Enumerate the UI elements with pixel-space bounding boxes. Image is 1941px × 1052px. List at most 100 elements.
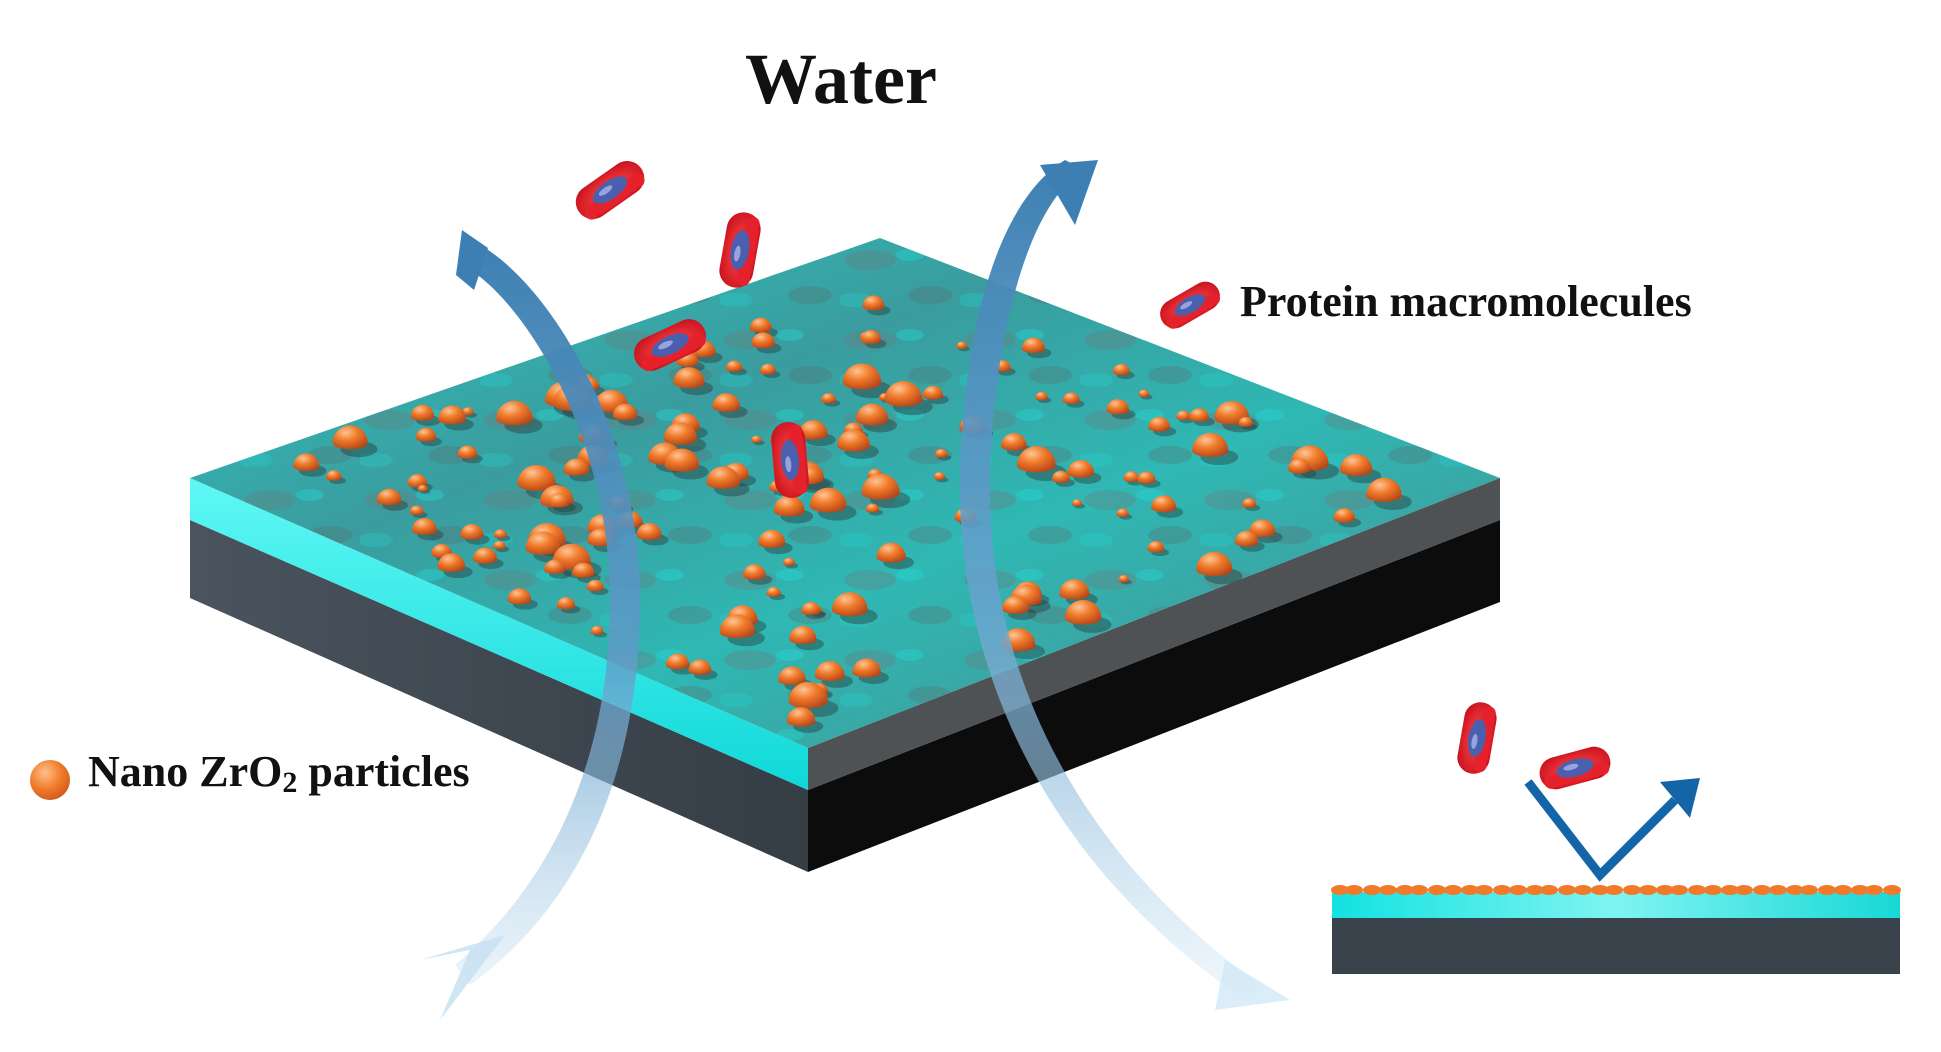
- water-flow-arrow-right-tail: [1215, 960, 1290, 1010]
- nano-particle: [417, 484, 428, 492]
- nano-particle: [1192, 432, 1229, 458]
- nano-particle: [1137, 471, 1156, 484]
- nano-particle: [376, 488, 402, 506]
- nano-particle: [1444, 885, 1462, 895]
- nano-particle: [876, 542, 906, 563]
- nano-particle: [1148, 416, 1171, 432]
- nano-particle-icon: [30, 760, 70, 800]
- nano-particle: [860, 330, 881, 344]
- nano-particle: [1241, 498, 1257, 508]
- nano-particle: [407, 474, 428, 488]
- nano-particle: [293, 453, 320, 471]
- nano-particle: [842, 363, 882, 390]
- nano-particle: [1379, 885, 1397, 895]
- nano-particle: [1071, 499, 1083, 507]
- nano-particle: [563, 458, 590, 476]
- nano-particle: [1051, 470, 1070, 483]
- nano-particle: [1331, 885, 1349, 895]
- nano-particle: [1865, 885, 1883, 895]
- water-flow-arrows: [420, 160, 1290, 1020]
- nano-particle: [1339, 454, 1373, 476]
- nano-particle: [1526, 885, 1544, 895]
- grey-layer-right: [808, 478, 1500, 790]
- nano-particle: [1021, 337, 1045, 354]
- nano-particle: [1591, 885, 1609, 895]
- nano-particle: [1196, 551, 1233, 577]
- protein-molecule-icon: [575, 160, 645, 220]
- nano-particle: [1151, 495, 1177, 513]
- nano-particle: [1428, 885, 1446, 895]
- nano-particle: [332, 425, 368, 450]
- side-membrane-cyan-layer: [1332, 892, 1900, 918]
- nano-particle: [1000, 433, 1027, 451]
- nano-particle: [1067, 459, 1095, 478]
- cyan-layer-left: [190, 478, 808, 790]
- nano-particle: [719, 614, 756, 639]
- nano-particle: [1656, 885, 1674, 895]
- nano-particle: [438, 405, 467, 425]
- side-membrane-particles: [1331, 885, 1901, 895]
- nano-particle: [1721, 885, 1739, 895]
- nano-particle: [493, 540, 506, 550]
- protein-molecule-icon: [633, 319, 707, 372]
- nano-particle: [801, 602, 821, 615]
- nano-particle: [1287, 458, 1311, 474]
- nano-particle: [663, 422, 698, 445]
- nano-particle: [862, 295, 885, 311]
- nano-particle: [1475, 885, 1493, 895]
- nano-particle: [664, 448, 700, 472]
- protein-legend-label: Protein macromolecules: [1240, 277, 1692, 326]
- nano-particle: [1138, 389, 1150, 398]
- nano-particle: [751, 435, 762, 443]
- nano-particle: [782, 557, 795, 566]
- nano-particle: [1786, 885, 1804, 895]
- nano-particle: [1509, 885, 1527, 895]
- nano-particle: [1238, 416, 1253, 427]
- nano-particle: [472, 547, 497, 564]
- nano-particle: [1106, 399, 1130, 415]
- nano-particle: [1214, 400, 1250, 425]
- nano-particle: [326, 470, 342, 481]
- nano-particle: [1883, 885, 1901, 895]
- side-membrane: [1331, 885, 1901, 974]
- nano-particle: [1605, 885, 1623, 895]
- nano-particle: [1001, 595, 1030, 614]
- nano-particle: [517, 464, 556, 491]
- nano-particle: [865, 503, 880, 513]
- nano-particle: [956, 341, 967, 349]
- nano-particle: [1116, 508, 1129, 517]
- nano-particle: [1834, 885, 1852, 895]
- water-flow-arrow-left-head: [420, 935, 505, 1020]
- nano-particle: [1035, 391, 1048, 401]
- nano-particle: [636, 522, 662, 540]
- nano-particle-legend-label: Nano ZrO2 particles: [88, 747, 470, 799]
- support-left-face: [190, 520, 808, 872]
- nano-particle: [1147, 540, 1165, 553]
- water-title: Water: [745, 39, 937, 119]
- nano-particle: [1800, 885, 1818, 895]
- nano-particle: [759, 363, 776, 375]
- nano-particle: [1123, 471, 1140, 482]
- nano-particle: [548, 492, 570, 508]
- nano-particle: [673, 367, 705, 389]
- nano-particle: [1493, 885, 1511, 895]
- water-flow-arrow-left: [455, 240, 640, 985]
- nano-particle: [934, 448, 948, 458]
- nano-particle: [572, 562, 595, 578]
- nano-particle: [496, 400, 533, 426]
- nano-particle: [409, 505, 424, 515]
- nano-particle: [544, 559, 566, 574]
- nano-particle: [1639, 885, 1657, 895]
- nano-particle: [758, 529, 786, 549]
- nano-particle: [751, 332, 776, 349]
- nano-particle: [1064, 599, 1102, 625]
- nano-particle: [809, 487, 847, 513]
- nano-particle: [1851, 885, 1869, 895]
- protein-molecule-icon: [771, 422, 809, 498]
- nano-particle: [1670, 885, 1688, 895]
- nano-particle: [1189, 408, 1210, 422]
- nano-particle: [766, 586, 781, 597]
- nano-particle: [1396, 885, 1414, 895]
- rebound-arrow-icon: [1524, 778, 1700, 882]
